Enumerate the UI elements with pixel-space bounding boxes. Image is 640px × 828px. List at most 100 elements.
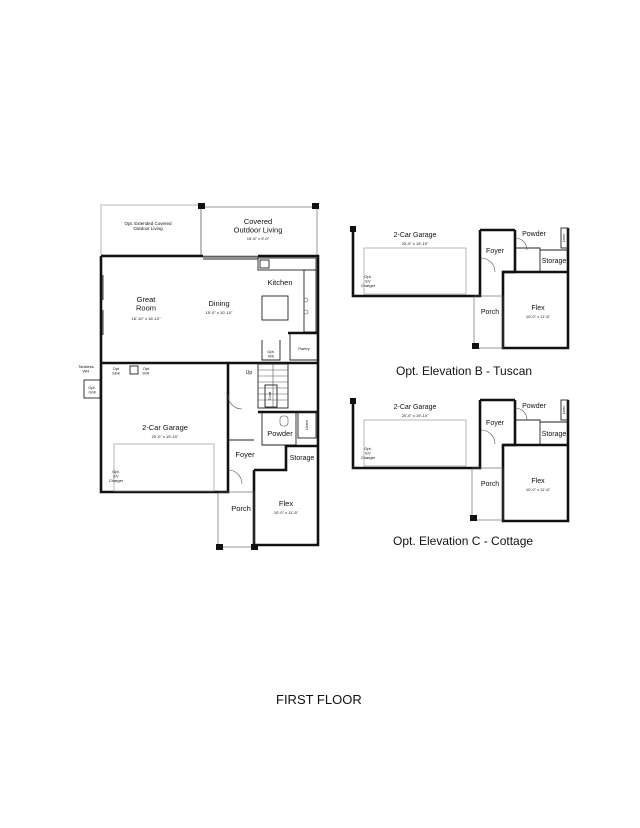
post — [472, 343, 479, 349]
flex-label: Flex — [279, 499, 293, 508]
elevation-b-plan — [350, 226, 570, 350]
linen-label: Linen — [304, 420, 309, 430]
garage-label: 2-Car Garage — [142, 423, 188, 432]
linen-closet — [560, 227, 569, 249]
porch-outline — [217, 491, 255, 548]
door-swing — [480, 257, 496, 273]
elev-b-porch: Porch — [481, 309, 499, 316]
sink — [303, 309, 309, 315]
elev-b-linen: Linen — [562, 234, 566, 243]
elev-c-garage-label: 2-Car Garage — [394, 404, 437, 411]
toilet — [279, 415, 289, 427]
elev-b-flex: Flex — [531, 305, 545, 312]
coat-label: Coat — [267, 391, 272, 400]
post — [470, 515, 477, 521]
wall — [501, 228, 570, 350]
opt-wh-label: Opt.Wh — [267, 349, 275, 359]
elev-b-foyer: Foyer — [486, 248, 505, 255]
flex-dim: 10'-0" x 11'-6" — [274, 510, 299, 515]
door-swing — [480, 429, 496, 445]
elev-b-powder: Powder — [522, 231, 546, 238]
elev-c-flex: Flex — [531, 478, 545, 485]
door-swing — [514, 237, 528, 251]
kitchen-counter — [257, 257, 317, 271]
wall — [351, 400, 482, 470]
kitchen-island — [261, 295, 289, 321]
elev-c-linen: Linen — [562, 406, 566, 415]
wall — [501, 400, 570, 523]
porch-outline — [471, 467, 504, 521]
linen-closet — [297, 411, 317, 439]
wall — [253, 254, 320, 547]
storage-label: Storage — [290, 455, 315, 462]
post — [198, 203, 205, 209]
sink-box — [129, 365, 139, 375]
powder-wall — [515, 247, 541, 272]
dining-label: Dining — [208, 299, 229, 308]
powder-wall — [515, 419, 541, 445]
wall — [351, 228, 482, 298]
post — [350, 226, 356, 232]
garage-door — [363, 419, 467, 467]
great-room-dim: 16'-10" x 16'-10" — [131, 316, 161, 321]
linen-closet — [560, 399, 569, 421]
elev-b-flex-dim: 10'-0" x 11'-6" — [526, 314, 551, 319]
up-label: Up — [246, 370, 253, 376]
elevation-b-caption: Opt. Elevation B - Tuscan — [396, 364, 533, 378]
elev-b-garage-label: 2-Car Garage — [394, 232, 437, 239]
coat-closet — [264, 384, 278, 408]
porch-outline — [473, 295, 504, 349]
wall — [254, 444, 318, 472]
powder-label: Powder — [267, 429, 293, 438]
elevation-c-plan — [350, 398, 570, 523]
elev-b-storage: Storage — [542, 258, 567, 265]
dining-dim: 15'-0" x 10'-10" — [206, 310, 233, 315]
post — [312, 203, 319, 209]
garage-door — [363, 247, 467, 295]
sink — [303, 297, 309, 303]
garage-dim: 20'-0" x 19'-10" — [152, 434, 179, 439]
elev-c-garage-dim: 20'-0" x 19'-10" — [402, 413, 429, 418]
tankless-wh-box — [83, 379, 101, 399]
pantry-wall — [289, 333, 318, 361]
door-swing — [514, 407, 528, 421]
powder-wall — [261, 412, 297, 446]
post — [216, 544, 223, 550]
elev-b-garage-dim: 20'-0" x 19'-10" — [402, 241, 429, 246]
elev-c-foyer: Foyer — [486, 420, 505, 427]
porch-label: Porch — [231, 504, 251, 513]
door-swing — [227, 469, 243, 485]
floor-title: FIRST FLOOR — [276, 692, 362, 707]
range — [259, 259, 270, 269]
elev-c-powder: Powder — [522, 403, 546, 410]
elev-c-porch: Porch — [481, 481, 499, 488]
pantry-label: Pantry — [298, 346, 310, 351]
elevation-c-caption: Opt. Elevation C - Cottage — [393, 534, 534, 548]
foyer-label: Foyer — [235, 450, 255, 459]
post — [350, 398, 356, 404]
kitchen-counter — [303, 269, 317, 333]
garage-door — [113, 443, 215, 492]
elev-c-flex-dim: 10'-0" x 11'-6" — [526, 487, 551, 492]
opt-grill-label: Opt.Grill — [88, 385, 96, 395]
main-floor-plan — [83, 203, 320, 550]
door-swing — [227, 394, 243, 410]
kitchen-label: Kitchen — [267, 278, 292, 287]
covered-outdoor-living-dim: 15'-6" x 9'-0" — [247, 236, 270, 241]
elev-c-storage: Storage — [542, 431, 567, 438]
post — [251, 544, 258, 550]
wh-closet — [261, 340, 281, 361]
